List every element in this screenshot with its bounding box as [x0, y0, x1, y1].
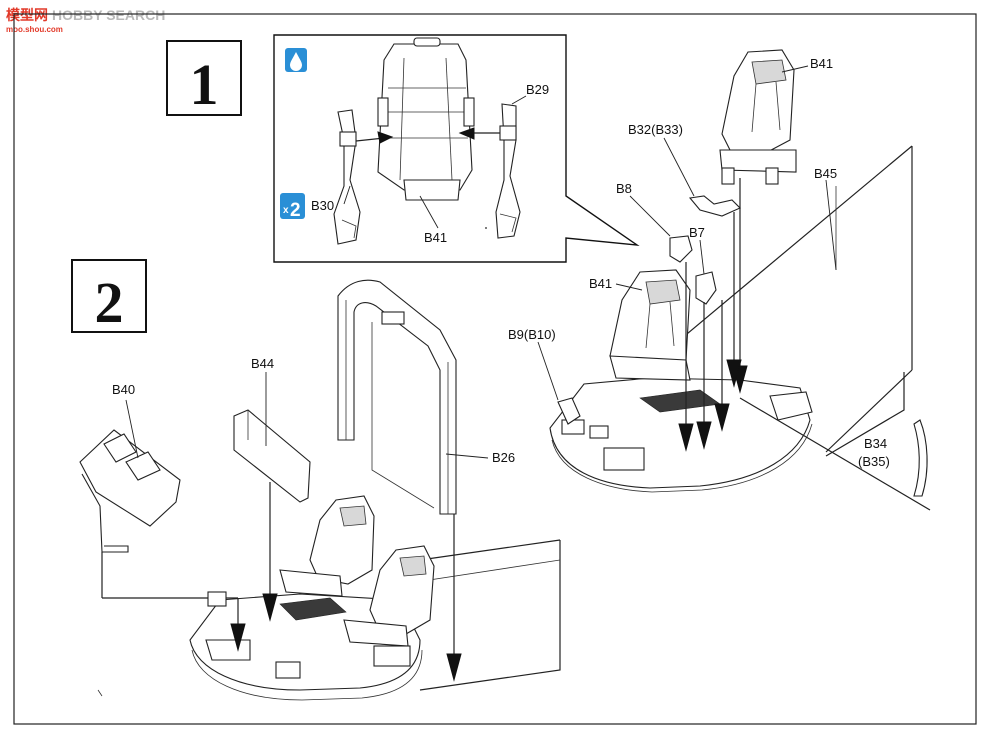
watermark: 模型网 HOBBY SEARCH moo.shou.com — [6, 7, 165, 34]
part-b9 — [557, 397, 581, 425]
stray-mark — [97, 689, 103, 697]
step-1-number: 1 — [190, 52, 219, 117]
part-b8 — [669, 235, 693, 263]
part-b40 — [79, 429, 238, 599]
part-b34 — [913, 419, 928, 497]
watermark-brand: HOBBY SEARCH — [52, 7, 165, 23]
part-b7 — [695, 271, 717, 305]
front-cockpit-assembly: B40 B44 B26 — [79, 279, 561, 701]
quantity-x2-icon: x 2 — [280, 193, 305, 221]
label-b26: B26 — [492, 450, 515, 465]
rear-floor-box — [603, 447, 645, 471]
page-border — [13, 13, 977, 725]
label-b29: B29 — [526, 82, 549, 97]
label-b41-mid: B41 — [589, 276, 612, 291]
inset-seat-b41 — [377, 37, 475, 201]
multiplier-x: x — [283, 205, 289, 216]
watermark-domain: moo.shou.com — [6, 25, 63, 34]
label-b41-top: B41 — [810, 56, 833, 71]
label-b41-inset: B41 — [424, 230, 447, 245]
label-b45: B45 — [814, 166, 837, 181]
front-floor-detail — [279, 597, 347, 621]
front-seat-2 — [343, 545, 435, 647]
watermark-chinese: 模型网 — [6, 7, 48, 24]
part-b26 — [337, 279, 457, 515]
glue-drop-icon — [285, 48, 307, 72]
front-seat-1 — [279, 495, 375, 597]
multiplier-count: 2 — [290, 200, 301, 221]
rear-seat-b41 — [609, 269, 691, 381]
label-b30: B30 — [311, 198, 334, 213]
seat-subassembly-inset: x 2 — [273, 34, 640, 263]
inset-part-b29 — [495, 103, 521, 239]
step-2-marker: 2 — [71, 259, 147, 335]
label-b34: B34 — [864, 436, 887, 451]
label-b9: B9(B10) — [508, 327, 556, 342]
inset-part-b30 — [333, 109, 361, 245]
label-b8: B8 — [616, 181, 632, 196]
label-b44: B44 — [251, 356, 274, 371]
part-b32 — [688, 195, 741, 217]
label-b35: (B35) — [858, 454, 890, 469]
part-b44 — [233, 409, 311, 503]
label-b32: B32(B33) — [628, 122, 683, 137]
label-b7: B7 — [689, 225, 705, 240]
step-2-number: 2 — [95, 270, 124, 335]
front-floor — [189, 593, 421, 691]
top-seat-b41 — [719, 49, 797, 185]
step-1-marker: 1 — [166, 40, 242, 117]
label-b40: B40 — [112, 382, 135, 397]
rear-cockpit-assembly: B41 B32(B33) B8 B7 B45 B41 B9(B10) B34 (… — [508, 49, 931, 511]
